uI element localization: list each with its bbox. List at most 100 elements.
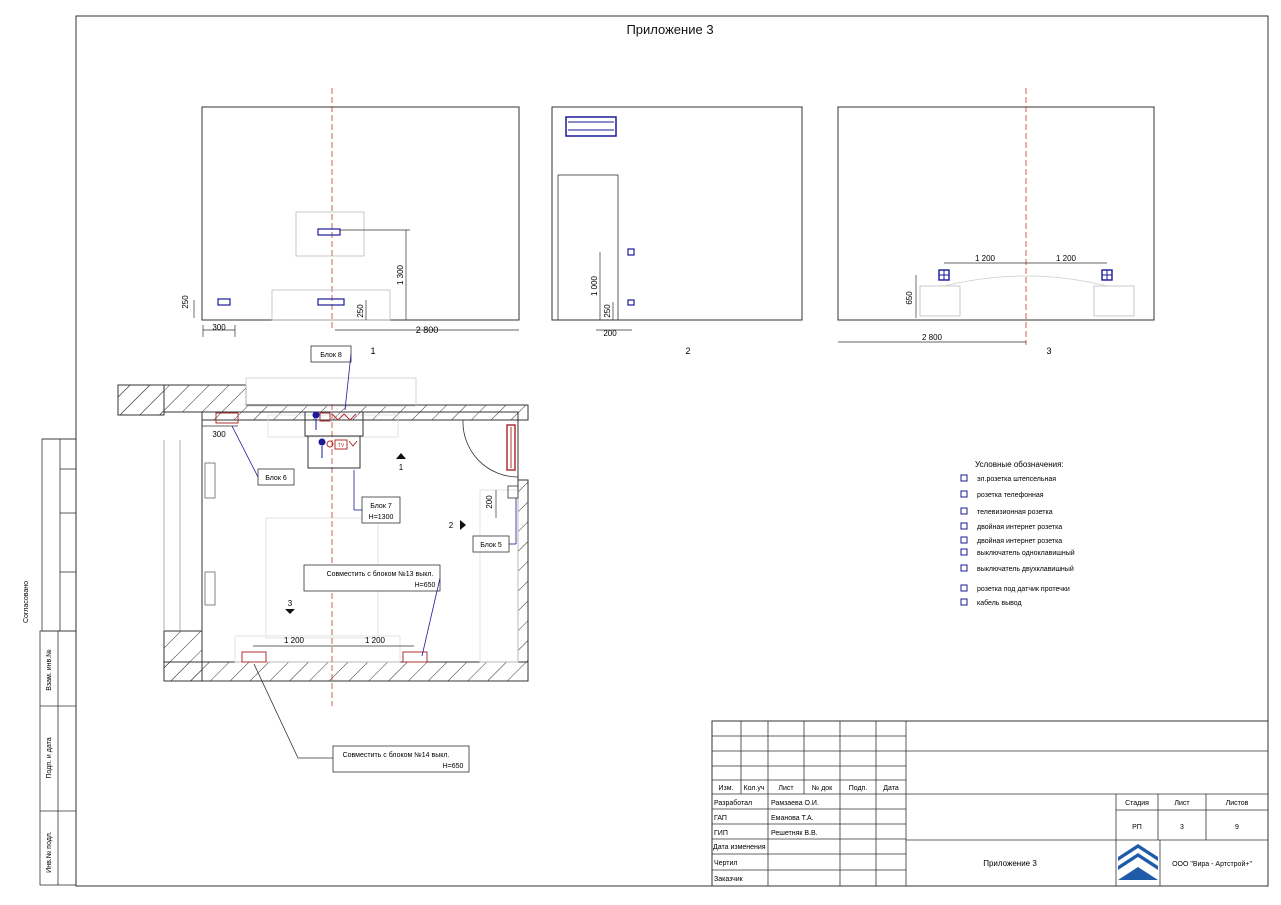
elevation-1: 300 2 800 250 1 300 250 1 xyxy=(181,88,520,356)
socket-icon xyxy=(960,474,968,482)
dim-1200-right: 1 200 xyxy=(365,636,386,645)
dim-1200-left: 1 200 xyxy=(975,254,996,263)
tb-h-izm: Изм. xyxy=(719,785,734,792)
switch-icon xyxy=(312,411,320,419)
tb-listov-h: Листов xyxy=(1226,800,1249,807)
tb-h-podp: Подп. xyxy=(849,785,868,792)
ac-unit-icon xyxy=(565,116,617,137)
switch-double-icon xyxy=(960,564,968,572)
company-logo-icon xyxy=(1118,844,1158,880)
svg-text:Блок 7: Блок 7 xyxy=(370,503,392,510)
switch-icon xyxy=(318,438,326,446)
side-inv: Инв.№ подл. xyxy=(46,831,53,873)
svg-text:Н=650: Н=650 xyxy=(443,763,464,770)
double-internet-icon xyxy=(960,536,968,544)
dim-650: 650 xyxy=(905,291,914,305)
legend-item-3: двойная интернет розетка xyxy=(977,523,1062,531)
view-marker-1-label: 1 xyxy=(399,463,404,472)
tb-role-0: Разработал xyxy=(714,799,752,807)
sheet-frame xyxy=(75,15,1269,887)
door-outline xyxy=(557,174,619,321)
socket-block-icon xyxy=(317,298,345,306)
socket-icon xyxy=(217,298,231,306)
svg-text:Блок 8: Блок 8 xyxy=(320,352,342,359)
side-stamp: Согласовано Взам. инв.№ Подп. и дата Инв… xyxy=(23,438,77,886)
dim-1000: 1 000 xyxy=(590,275,599,296)
dim-200: 200 xyxy=(603,329,617,338)
dim-200: 200 xyxy=(485,495,494,509)
callout-sovm-14: Совместить с блоком №14 выкл. Н=650 xyxy=(253,663,470,773)
legend-item-2: телевизионная розетка xyxy=(977,509,1053,516)
svg-text:Блок 6: Блок 6 xyxy=(265,475,287,482)
switch-single-icon xyxy=(627,248,635,256)
dim-1200-left: 1 200 xyxy=(284,636,305,645)
legend-item-8: кабель вывод xyxy=(977,599,1022,607)
block-7-box xyxy=(307,435,361,469)
legend-item-4: двойная интернет розетка xyxy=(977,537,1062,545)
svg-text:Совместить с блоком №14 выкл.: Совместить с блоком №14 выкл. xyxy=(343,751,450,759)
callout-block-5: Блок 5 xyxy=(472,498,517,553)
side-podp: Подп. и дата xyxy=(46,737,53,778)
legend: Условные обозначения: эл.розетка штепсел… xyxy=(960,460,1075,607)
tv-socket-icon xyxy=(960,507,968,515)
dim-1200-right: 1 200 xyxy=(1056,254,1077,263)
view-marker-1-icon xyxy=(396,453,406,459)
double-internet-icon xyxy=(960,522,968,530)
title-block: Изм. Кол.уч Лист № док Подп. Дата Разраб… xyxy=(711,720,1269,887)
tb-role-5: Заказчик xyxy=(714,876,744,883)
dim-250: 250 xyxy=(603,304,612,318)
svg-text:Н=1300: Н=1300 xyxy=(369,514,394,521)
elevation-3: 1 200 1 200 650 2 800 3 xyxy=(837,88,1155,356)
legend-item-0: эл.розетка штепсельная xyxy=(977,476,1056,483)
tb-h-list: Лист xyxy=(778,785,794,792)
floor-plan: TV 300 200 1 200 1 200 1 2 3 Блок 8 Блок… xyxy=(117,345,529,773)
sheet-title: Приложение 3 xyxy=(626,22,713,37)
dim-1300: 1 300 xyxy=(396,264,405,285)
view-marker-3-icon xyxy=(285,609,295,614)
side-vzam: Взам. инв.№ xyxy=(46,649,53,690)
elevation-3-label: 3 xyxy=(1046,346,1051,356)
dim-300: 300 xyxy=(212,430,226,439)
tb-role-3: Дата изменения xyxy=(713,844,766,851)
tb-stage-h: Стадия xyxy=(1125,800,1149,807)
socket-block-icon xyxy=(317,228,341,236)
view-marker-3-label: 3 xyxy=(288,599,293,608)
callout-block-6: Блок 6 xyxy=(231,425,295,486)
svg-text:Блок 5: Блок 5 xyxy=(480,542,502,549)
tb-listov-v: 9 xyxy=(1235,824,1239,831)
dim-2800: 2 800 xyxy=(416,325,439,335)
callout-block-8: Блок 8 xyxy=(310,345,352,411)
leak-sensor-icon xyxy=(960,584,968,592)
svg-text:Совместить с блоком №13 выкл.: Совместить с блоком №13 выкл. xyxy=(327,570,434,578)
elevation-1-label: 1 xyxy=(370,346,375,356)
tb-h-data: Дата xyxy=(883,785,899,792)
tb-stage-v: РП xyxy=(1132,824,1142,831)
dim-250-left: 250 xyxy=(181,295,190,309)
socket-icon xyxy=(627,299,635,306)
callout-block-7: Блок 7 Н=1300 xyxy=(353,470,401,524)
tb-h-kol: Кол.уч xyxy=(744,785,765,792)
radiator-icon xyxy=(506,424,516,471)
tb-list-v: 3 xyxy=(1180,824,1184,831)
tv-label: TV xyxy=(338,443,345,449)
dim-250-right: 250 xyxy=(356,304,365,318)
view-marker-2-icon xyxy=(460,520,466,530)
tb-doc-title: Приложение 3 xyxy=(983,859,1037,868)
side-soglasovano: Согласовано xyxy=(23,581,30,623)
dim-2800: 2 800 xyxy=(922,333,943,342)
legend-item-6: выключатель двухклавишный xyxy=(977,565,1074,573)
phone-socket-icon xyxy=(960,490,968,498)
socket-block-icon xyxy=(215,412,239,424)
legend-item-5: выключатель одноклавишный xyxy=(977,549,1075,557)
elevation-2-label: 2 xyxy=(685,346,690,356)
legend-title: Условные обозначения: xyxy=(975,460,1064,469)
socket-block-icon xyxy=(402,651,428,663)
tb-h-ndok: № док xyxy=(812,785,833,792)
tb-role-2: ГИП xyxy=(714,830,728,837)
legend-item-1: розетка телефонная xyxy=(977,492,1044,499)
switch-single-icon xyxy=(960,548,968,556)
tb-name-1: Еманова Т.А. xyxy=(771,815,814,822)
cable-icon xyxy=(960,598,968,606)
tb-name-0: Рамзаева О.И. xyxy=(771,800,819,807)
